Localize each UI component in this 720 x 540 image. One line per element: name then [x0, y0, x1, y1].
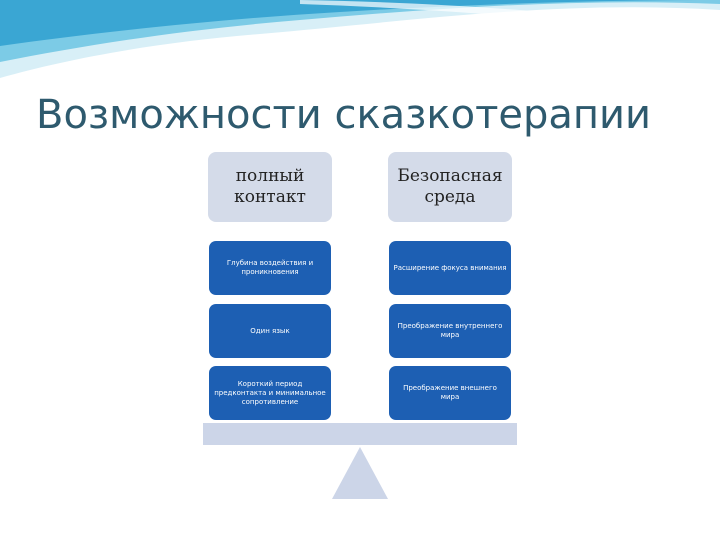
right-card-3: Преображение внешнего мира: [389, 366, 511, 420]
right-card-1: Расширение фокуса внимания: [389, 241, 511, 295]
slide-title: Возможности сказкотерапии: [36, 92, 696, 138]
left-heading-box: полный контакт: [208, 152, 332, 222]
left-card-2: Один язык: [209, 304, 331, 358]
header-wave-decoration: [0, 0, 720, 90]
balance-beam: [203, 423, 517, 445]
balance-fulcrum: [332, 447, 388, 499]
left-card-1: Глубина воздействия и проникновения: [209, 241, 331, 295]
left-card-3: Короткий период предконтакта и минимальн…: [209, 366, 331, 420]
right-card-2: Преображение внутреннего мира: [389, 304, 511, 358]
right-heading-box: Безопасная среда: [388, 152, 512, 222]
